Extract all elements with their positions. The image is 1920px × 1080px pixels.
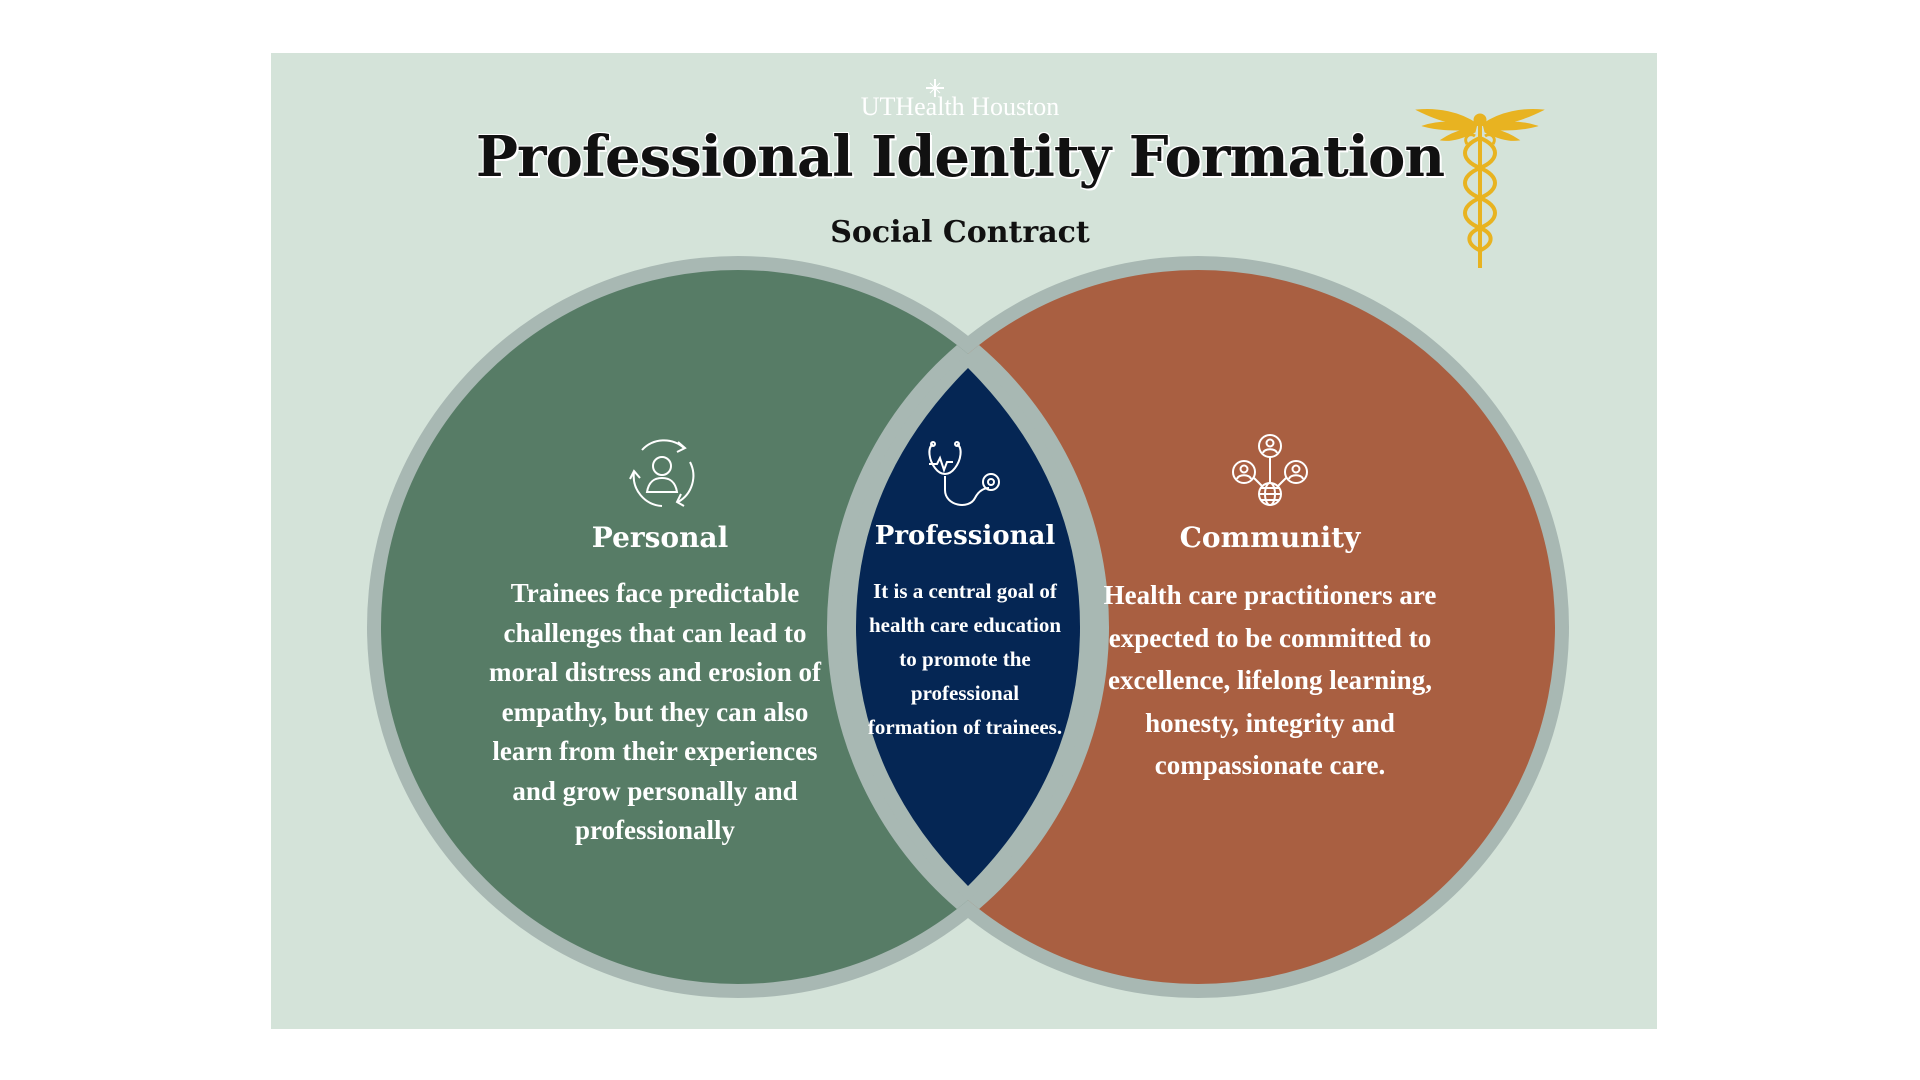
page-title: Professional Identity Formation [460, 124, 1460, 190]
person-cycle-icon [622, 432, 702, 512]
uthealth-logo-text: UTHealth Houston [760, 92, 1160, 122]
community-description: Health care practitioners are expected t… [1095, 574, 1445, 787]
personal-title: Personal [510, 521, 810, 554]
page-subtitle: Social Contract [760, 215, 1160, 250]
community-network-icon [1230, 432, 1310, 512]
caduceus-icon [1415, 98, 1545, 270]
professional-description: It is a central goal of health care educ… [865, 574, 1065, 744]
personal-description: Trainees face predictable challenges tha… [475, 574, 835, 851]
professional-title: Professional [860, 521, 1070, 551]
community-title: Community [1120, 521, 1420, 554]
stethoscope-icon [925, 440, 1005, 520]
